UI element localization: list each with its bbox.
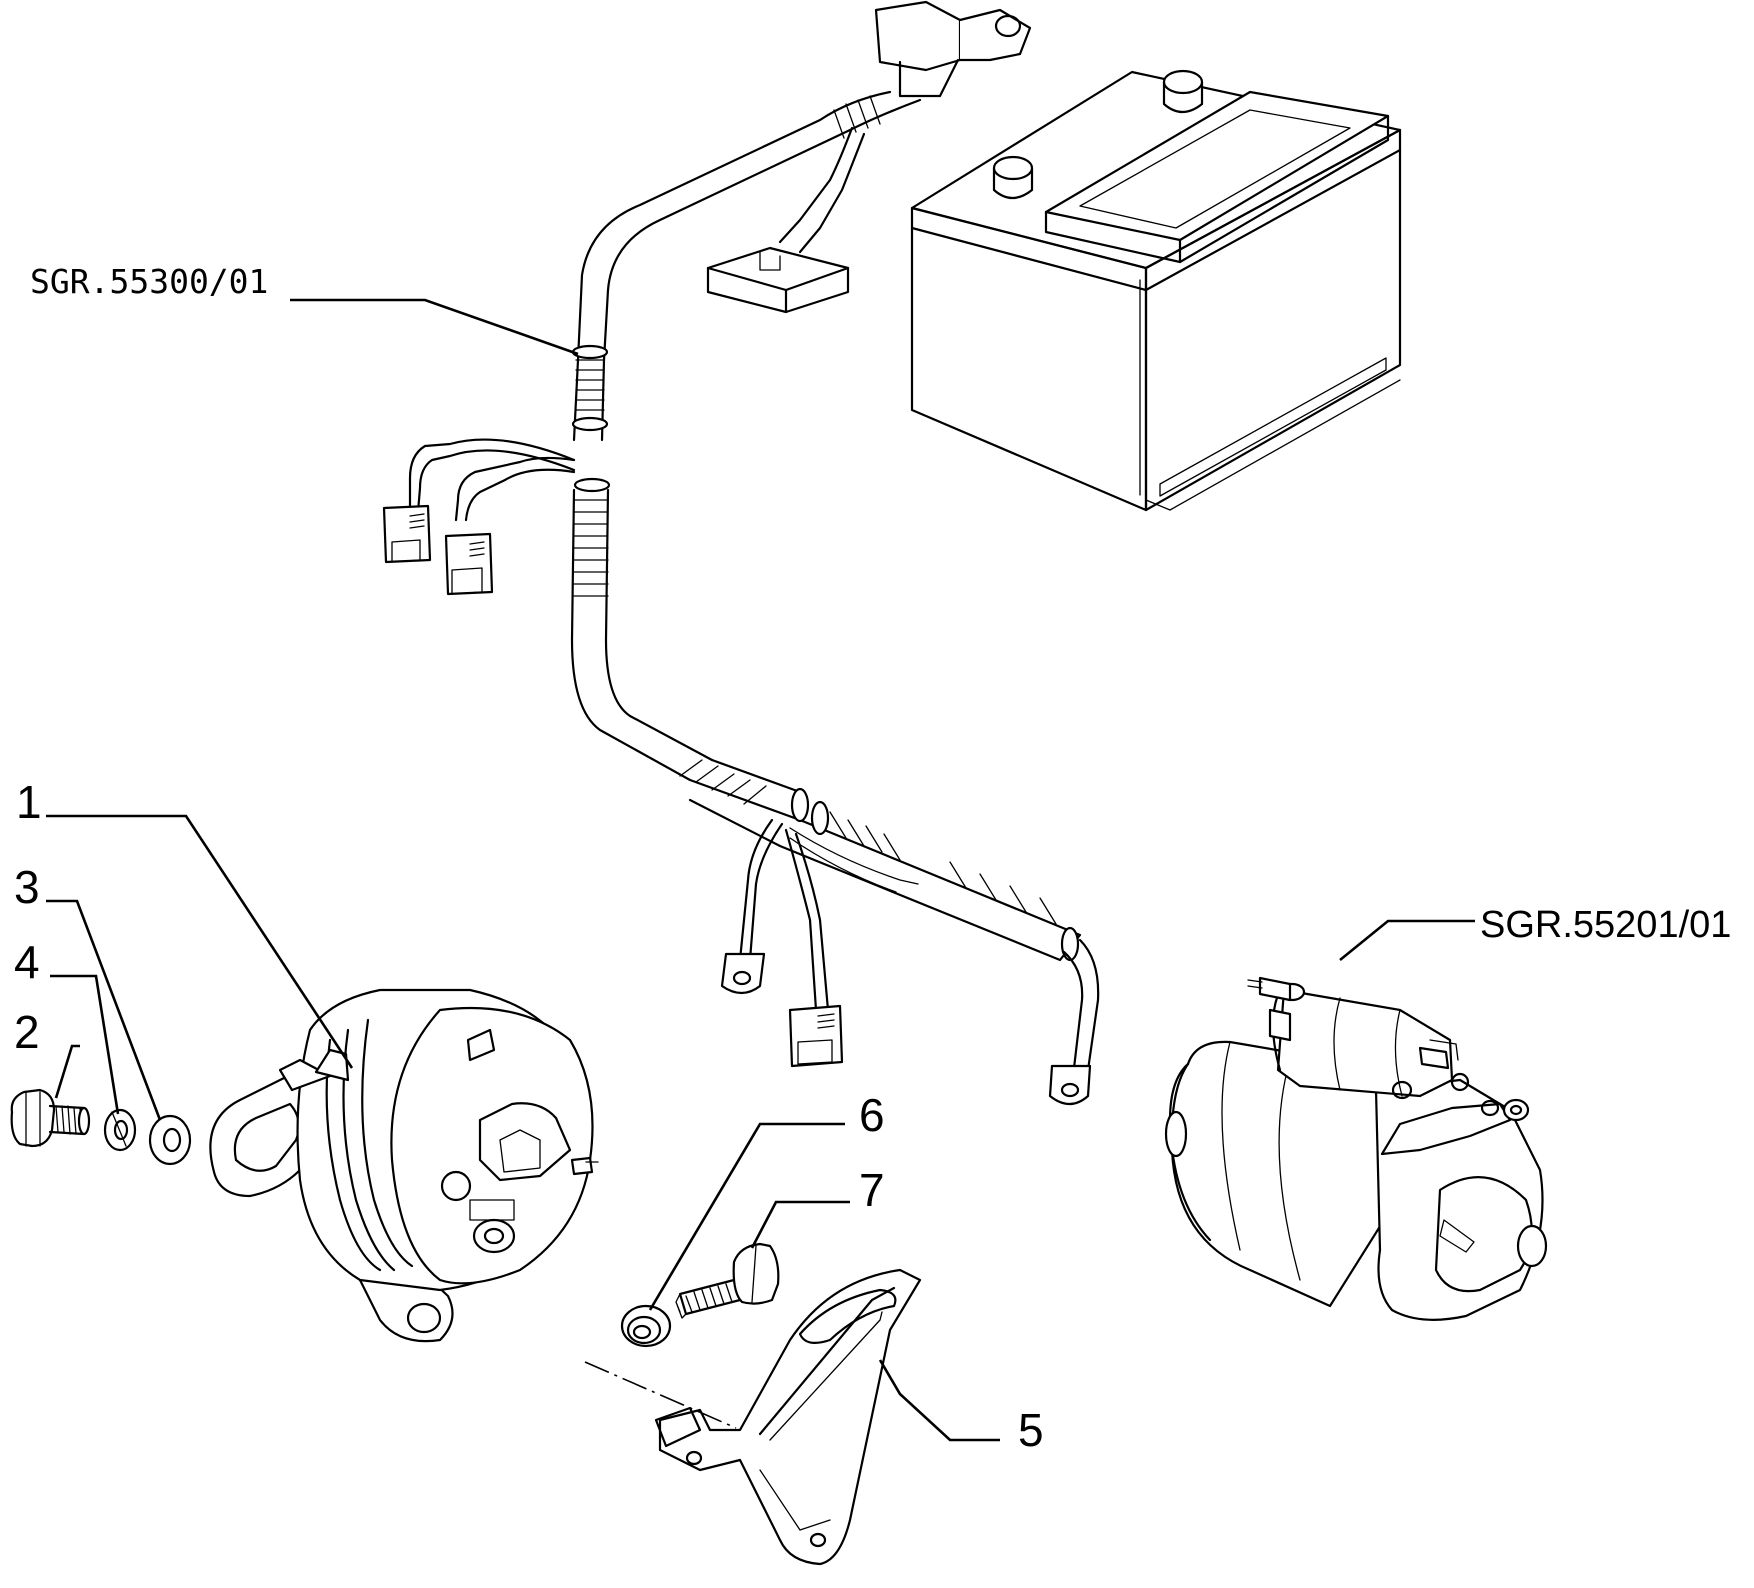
starter-motor [1164,976,1548,1321]
leader-4 [50,974,120,1115]
callout-4: 4 [14,936,40,988]
washer-part-3 [148,1114,192,1166]
harness-ring-terminal-center [720,952,766,995]
leader-7 [750,1200,850,1249]
leader-lines [46,298,1475,1442]
harness-connector-lower [788,1004,844,1068]
leader-3 [46,899,162,1121]
leader-6 [648,1122,845,1311]
callout-2: 2 [14,1006,40,1058]
bracket-part-5 [654,1268,922,1566]
callout-1: 1 [16,776,42,828]
harness-flat-connector [706,246,850,314]
callout-3: 3 [14,861,40,913]
leader-starter-ref [1339,919,1475,962]
harness-top-connector [874,0,1032,98]
leader-5 [878,1359,1000,1442]
harness-reference-label: SGR.55300/01 [30,262,268,301]
callout-7: 7 [859,1164,885,1216]
leader-1 [46,814,354,1069]
callout-6: 6 [859,1089,885,1141]
harness-connector-left-a [382,504,432,564]
wiring-harness [382,0,1100,1106]
leader-harness-ref [290,298,579,356]
washer-part-4 [103,1108,137,1152]
battery [910,69,1402,512]
battery-terminal-negative [1162,69,1204,114]
alternator [209,988,599,1343]
labels: SGR.55300/01 SGR.55201/01 1 3 4 2 6 7 5 [14,262,1731,1456]
leader-2 [54,1044,80,1099]
screw-part-2 [10,1088,91,1148]
harness-connector-left-b [444,532,494,596]
harness-ring-terminal-right [1048,1064,1092,1106]
washer-part-6 [620,1304,672,1348]
callout-5: 5 [1018,1404,1044,1456]
screw-part-7 [675,1242,780,1319]
assembly-center-line [584,1361,737,1429]
starter-reference-label: SGR.55201/01 [1480,904,1731,946]
battery-terminal-positive [992,155,1034,200]
